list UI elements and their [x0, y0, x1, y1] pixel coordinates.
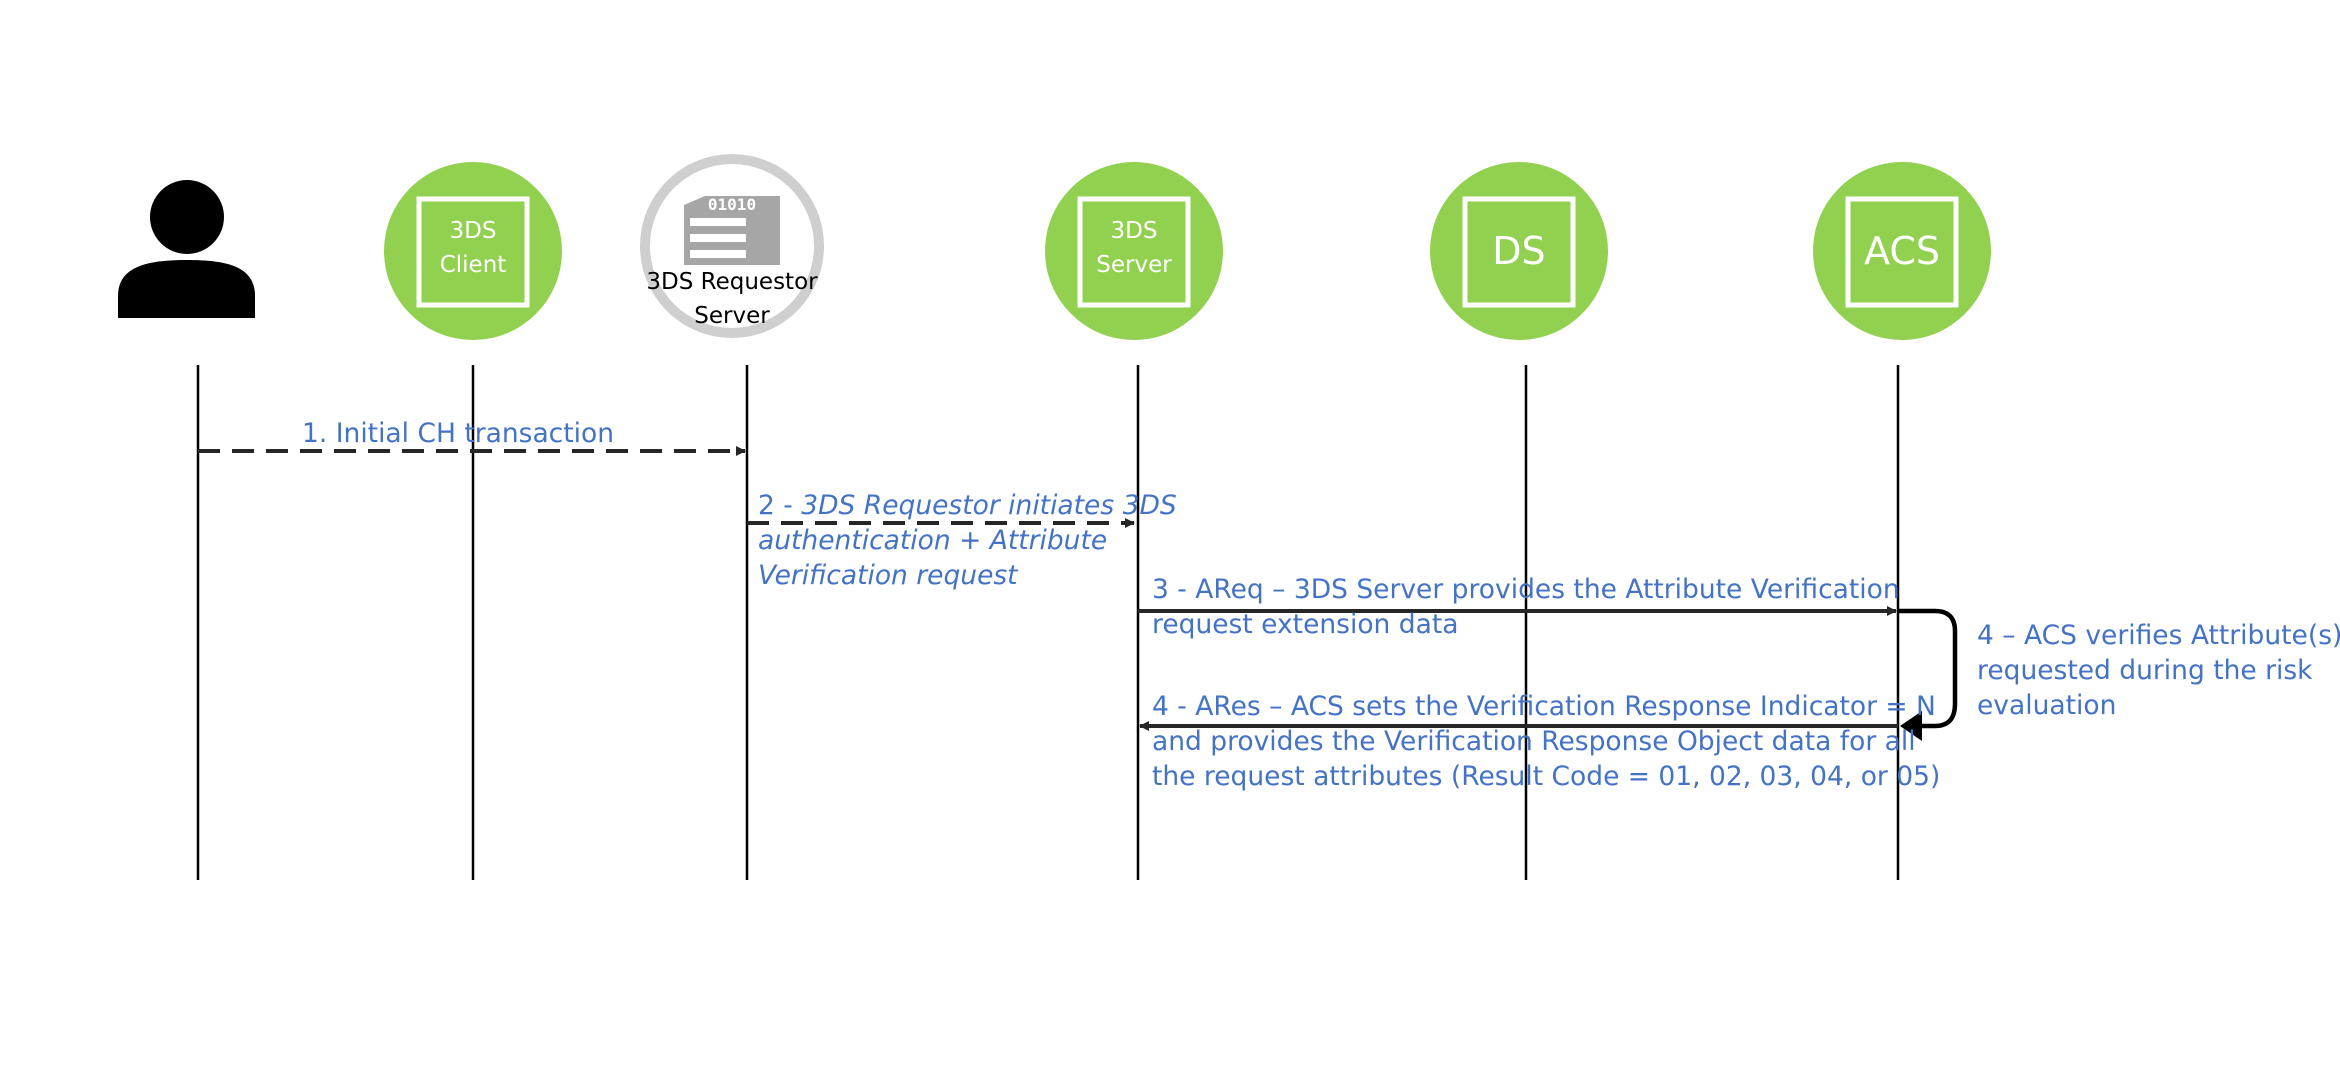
ds-label: DS — [1492, 229, 1546, 273]
requestor-label-line1: 3DS Requestor — [646, 269, 818, 295]
message-4-self-line2: requested during the risk — [1977, 655, 2313, 686]
actor-server — [1045, 162, 1223, 340]
requestor-label-line2: Server — [694, 303, 770, 329]
message-2-prefix: 2 - — [758, 490, 802, 521]
actor-client — [384, 162, 562, 340]
server-icon — [684, 196, 780, 265]
acs-label: ACS — [1864, 229, 1940, 273]
message-2-line3: Verification request — [758, 560, 1018, 591]
message-1-label: 1. Initial CH transaction — [302, 418, 615, 449]
message-4-self-line3: evaluation — [1977, 690, 2117, 721]
actor-requestor: 01010 — [640, 154, 824, 338]
message-4-self-line1: 4 – ACS verifies Attribute(s) — [1977, 620, 2340, 651]
arrow-self-acs — [1898, 608, 1958, 729]
actor-ds — [1430, 162, 1608, 340]
user-icon — [118, 180, 255, 318]
client-label-line1: 3DS — [449, 218, 497, 244]
message-4-res-line1: 4 - ARes – ACS sets the Verification Res… — [1152, 691, 1936, 722]
message-2-italic: 3DS Requestor initiates 3DS — [801, 490, 1177, 521]
message-3-line2: request extension data — [1152, 609, 1459, 640]
message-2-line1: 2 - 3DS Requestor initiates 3DS — [758, 488, 1177, 524]
message-3-line1: 3 - AReq – 3DS Server provides the Attri… — [1152, 574, 1900, 605]
requestor-label: 3DS Requestor Server — [632, 265, 832, 333]
message-2-line2: authentication + Attribute — [758, 525, 1108, 556]
client-label: 3DS Client — [419, 214, 527, 282]
actor-acs — [1813, 162, 1991, 340]
arrow-self-acs-head — [1900, 711, 1922, 741]
server-label-line2: Server — [1096, 252, 1172, 278]
server-label: 3DS Server — [1080, 214, 1188, 282]
message-4-res-line3: the request attributes (Result Code = 01… — [1152, 761, 1941, 792]
message-4-res-line2: and provides the Verification Response O… — [1152, 726, 1916, 757]
binary-glyphs: 01010 — [708, 195, 756, 214]
client-label-line2: Client — [439, 252, 507, 278]
server-label-line1: 3DS — [1110, 218, 1158, 244]
